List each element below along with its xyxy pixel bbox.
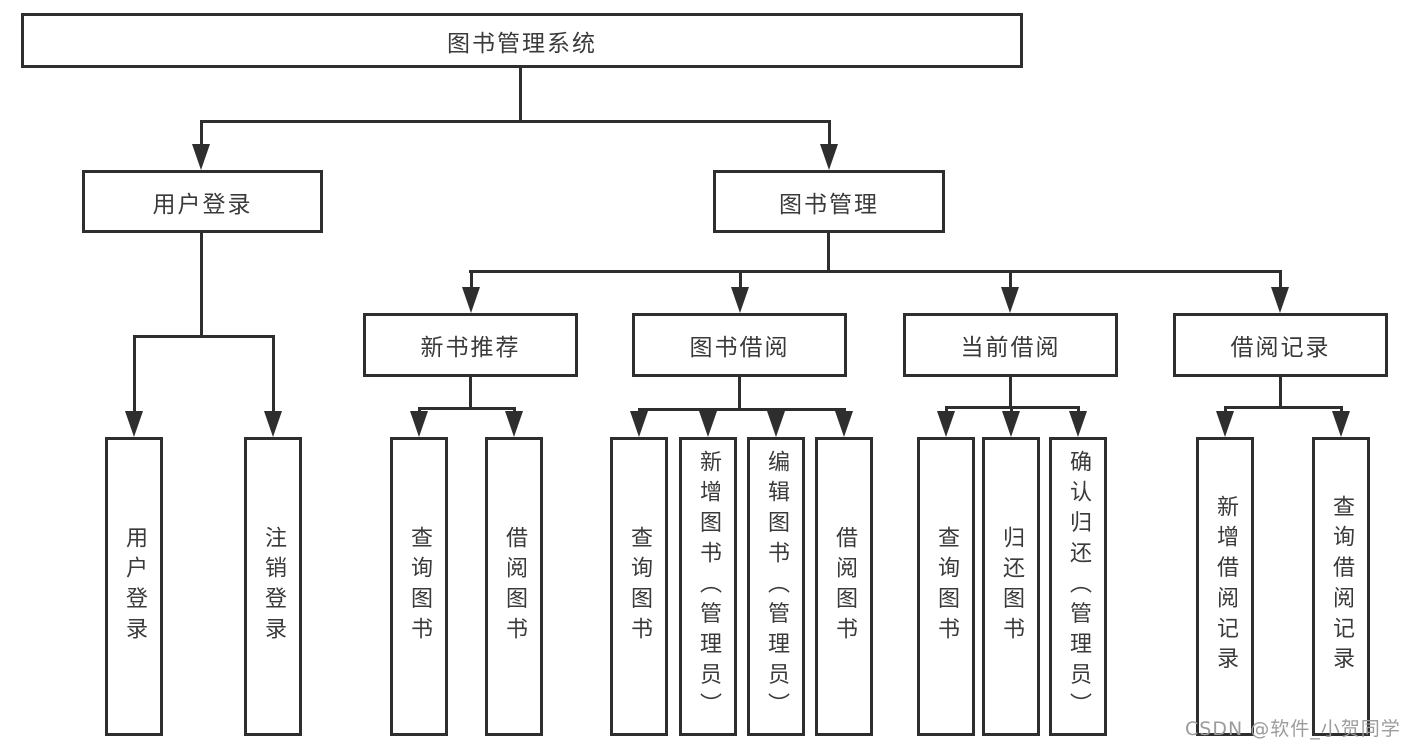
leaf-confirm-return-admin: 确认归还（管理员） bbox=[1049, 437, 1107, 736]
arrowhead-icon bbox=[462, 287, 480, 313]
connector-bar bbox=[133, 335, 275, 338]
leaf-borrow-books-borrowing: 借阅图书 bbox=[815, 437, 873, 736]
connector-bar bbox=[200, 120, 831, 123]
connector-arrow-shaft bbox=[272, 335, 275, 417]
node-label: 图书管理 bbox=[779, 191, 879, 218]
leaf-add-books-admin: 新增图书（管理员） bbox=[679, 437, 737, 736]
leaf-add-borrow-record: 新增借阅记录 bbox=[1196, 437, 1254, 736]
connector-stem bbox=[1279, 377, 1282, 409]
node-label: 图书借阅 bbox=[689, 335, 790, 361]
arrowhead-icon bbox=[1271, 287, 1289, 313]
csdn-watermark: CSDN @软件_小贺同学 bbox=[1185, 718, 1401, 740]
connector-arrow-shaft bbox=[200, 120, 203, 150]
node-book-management: 图书管理 bbox=[713, 170, 945, 233]
leaf-label: 归还图书 bbox=[999, 525, 1024, 648]
arrowhead-icon bbox=[1332, 411, 1350, 437]
arrowhead-icon bbox=[937, 411, 955, 437]
arrowhead-icon bbox=[731, 287, 749, 313]
connector-stem bbox=[469, 377, 472, 410]
connector-stem bbox=[827, 233, 830, 273]
leaf-logout: 注销登录 bbox=[244, 437, 302, 736]
leaf-label: 用户登录 bbox=[122, 525, 147, 648]
leaf-label: 查询图书 bbox=[934, 525, 959, 648]
leaf-label: 查询图书 bbox=[407, 525, 432, 648]
connector-arrow-shaft bbox=[1279, 270, 1282, 293]
connector-arrow-shaft bbox=[1009, 270, 1012, 293]
arrowhead-icon bbox=[1001, 287, 1019, 313]
leaf-borrow-books-recommend: 借阅图书 bbox=[485, 437, 543, 736]
arrowhead-icon bbox=[192, 144, 210, 170]
node-label: 借阅记录 bbox=[1230, 335, 1331, 361]
leaf-label: 查询图书 bbox=[627, 525, 652, 648]
connector-bar bbox=[638, 408, 846, 411]
arrowhead-icon bbox=[1002, 411, 1020, 437]
node-borrowing-records: 借阅记录 bbox=[1173, 313, 1388, 377]
arrowhead-icon bbox=[699, 411, 717, 437]
node-book-borrowing: 图书借阅 bbox=[632, 313, 847, 377]
arrowhead-icon bbox=[1069, 411, 1087, 437]
arrowhead-icon bbox=[767, 411, 785, 437]
arrowhead-icon bbox=[264, 411, 282, 437]
node-library-system: 图书管理系统 bbox=[21, 13, 1023, 68]
connector-arrow-shaft bbox=[739, 270, 742, 293]
arrowhead-icon bbox=[410, 411, 428, 437]
leaf-label: 借阅图书 bbox=[832, 525, 857, 648]
connector-stem bbox=[738, 376, 741, 411]
leaf-user-login: 用户登录 bbox=[105, 437, 163, 736]
leaf-label: 查询借阅记录 bbox=[1329, 495, 1354, 678]
leaf-query-books-borrowing: 查询图书 bbox=[610, 437, 668, 736]
node-user-login: 用户登录 bbox=[82, 170, 323, 233]
connector-arrow-shaft bbox=[470, 270, 473, 293]
leaf-label: 编辑图书（管理员） bbox=[764, 449, 789, 724]
leaf-query-books-recommend: 查询图书 bbox=[390, 437, 448, 736]
leaf-label: 借阅图书 bbox=[502, 525, 527, 648]
arrowhead-icon bbox=[125, 411, 143, 437]
leaf-query-borrow-record: 查询借阅记录 bbox=[1312, 437, 1370, 736]
node-label: 图书管理系统 bbox=[447, 30, 597, 57]
node-label: 用户登录 bbox=[152, 191, 253, 218]
leaf-label: 确认归还（管理员） bbox=[1066, 449, 1091, 724]
leaf-label: 注销登录 bbox=[261, 525, 286, 648]
leaf-label: 新增图书（管理员） bbox=[696, 449, 721, 724]
arrowhead-icon bbox=[1216, 411, 1234, 437]
node-new-book-recommend: 新书推荐 bbox=[363, 313, 578, 377]
connector-stem bbox=[200, 233, 203, 338]
arrowhead-icon bbox=[820, 144, 838, 170]
arrowhead-icon bbox=[835, 411, 853, 437]
connector-bar bbox=[418, 407, 516, 410]
arrowhead-icon bbox=[505, 411, 523, 437]
leaf-label: 新增借阅记录 bbox=[1213, 495, 1238, 678]
arrowhead-icon bbox=[630, 411, 648, 437]
connector-bar bbox=[469, 270, 1282, 273]
leaf-query-books-current: 查询图书 bbox=[917, 437, 975, 736]
node-label: 新书推荐 bbox=[420, 335, 521, 361]
connector-stem bbox=[1009, 377, 1012, 409]
leaf-return-books: 归还图书 bbox=[982, 437, 1040, 736]
connector-arrow-shaft bbox=[133, 335, 136, 417]
connector-stem bbox=[519, 68, 522, 123]
node-current-borrowing: 当前借阅 bbox=[903, 313, 1118, 377]
connector-bar bbox=[1224, 406, 1343, 409]
leaf-edit-books-admin: 编辑图书（管理员） bbox=[747, 437, 805, 736]
connector-arrow-shaft bbox=[828, 120, 831, 150]
node-label: 当前借阅 bbox=[960, 335, 1061, 361]
